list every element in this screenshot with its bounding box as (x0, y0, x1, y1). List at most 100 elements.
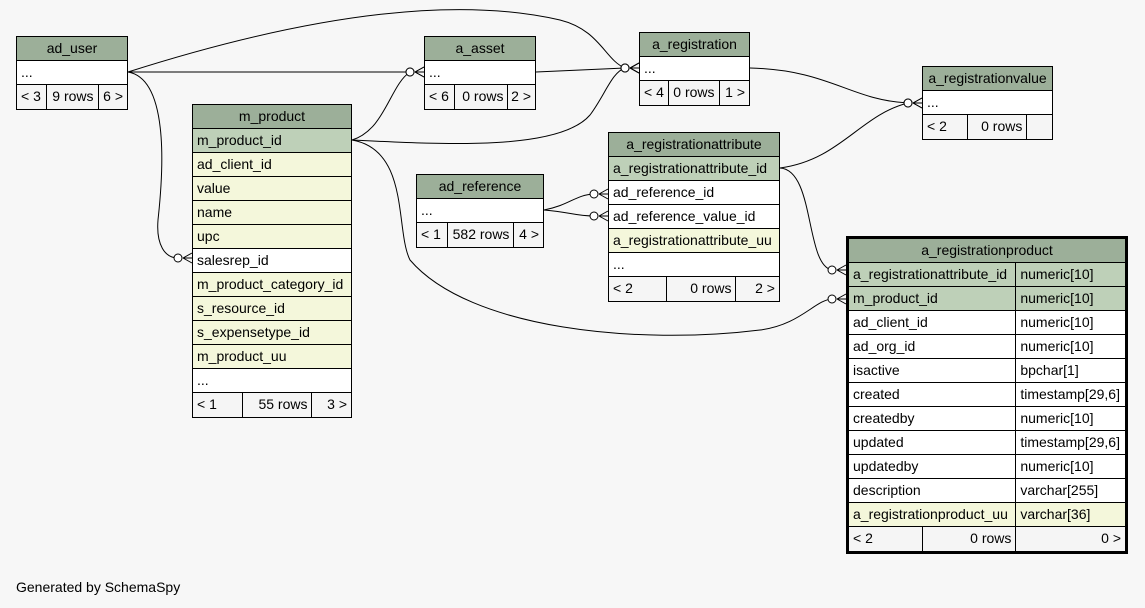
column-row[interactable]: salesrep_id (193, 249, 351, 273)
table-title[interactable]: m_product (193, 105, 351, 129)
column-name: name (197, 204, 233, 220)
column-row[interactable]: m_product_uu (193, 345, 351, 369)
column-row[interactable]: a_registrationattribute_id (609, 157, 779, 181)
row-count: 0 rows (454, 85, 507, 109)
column-row[interactable]: ... (923, 91, 1052, 115)
parents-count-link[interactable]: < 2 (853, 530, 873, 546)
column-type: numeric[10] (1015, 287, 1125, 310)
children-count-link[interactable]: 2 > (507, 85, 535, 109)
parents-count-link[interactable]: < 2 (613, 280, 633, 296)
column-name: a_registrationattribute_uu (613, 232, 772, 248)
column-name: ... (429, 64, 441, 80)
column-name: a_registrationproduct_uu (853, 506, 1008, 522)
parents-count-link[interactable]: < 2 (927, 118, 947, 134)
column-name: m_product_id (853, 290, 938, 306)
column-row[interactable]: ... (425, 61, 535, 85)
column-name: ad_reference_value_id (613, 208, 756, 224)
column-row[interactable]: s_expensetype_id (193, 321, 351, 345)
column-row[interactable]: ... (417, 199, 543, 223)
edge-m-product-a-asset (351, 66, 425, 141)
children-count-link[interactable]: 4 > (513, 223, 543, 247)
column-row[interactable]: ... (193, 369, 351, 393)
parents-count-link[interactable]: < 3 (21, 88, 41, 104)
row-count: 582 rows (446, 223, 514, 247)
parents-count-link[interactable]: < 4 (644, 84, 664, 100)
table-title[interactable]: ad_user (17, 37, 127, 61)
children-count-link[interactable] (1026, 115, 1052, 139)
children-count-link[interactable]: 0 > (1015, 527, 1125, 551)
column-type: numeric[10] (1015, 311, 1125, 334)
column-name: value (197, 180, 231, 196)
column-row[interactable]: ad_client_id (193, 153, 351, 177)
children-count-link[interactable]: 3 > (311, 393, 351, 417)
table-a-registrationattribute[interactable]: a_registrationattribute a_registrationatt… (608, 132, 780, 302)
parents-count-link[interactable]: < 6 (429, 88, 449, 104)
edge-m-product-a-registrationproduct (351, 139, 847, 336)
column-row[interactable]: s_resource_id (193, 297, 351, 321)
column-name: ... (21, 64, 33, 80)
column-row[interactable]: ... (609, 253, 779, 277)
children-count-link[interactable]: 2 > (735, 277, 779, 301)
parents-count-link[interactable]: < 1 (421, 226, 441, 242)
column-row[interactable]: upc (193, 225, 351, 249)
edge-ad-reference-reference-id (543, 188, 609, 211)
column-name: ad_reference_id (613, 184, 715, 200)
edge-ad-user-a-asset (128, 66, 425, 78)
column-name: ... (421, 202, 433, 218)
column-name: upc (197, 228, 220, 244)
table-title[interactable]: a_asset (425, 37, 535, 61)
children-count-link[interactable]: 1 > (718, 81, 749, 105)
column-row[interactable]: m_product_category_id (193, 273, 351, 297)
column-name: s_resource_id (197, 300, 285, 316)
column-type: varchar[255] (1015, 479, 1125, 502)
table-title[interactable]: a_registration (640, 33, 749, 57)
edge-a-asset-a-registration (535, 62, 640, 74)
table-title[interactable]: a_registrationvalue (923, 67, 1052, 91)
column-row[interactable]: ad_reference_value_id (609, 205, 779, 229)
column-row[interactable]: ... (17, 61, 127, 85)
column-name: ad_client_id (197, 156, 272, 172)
column-row[interactable]: ad_reference_id (609, 181, 779, 205)
column-name: isactive (853, 362, 900, 378)
column-row[interactable]: name (193, 201, 351, 225)
column-row[interactable]: value (193, 177, 351, 201)
children-count-link[interactable]: 6 > (97, 85, 127, 109)
generated-by-note: Generated by SchemaSpy (16, 579, 181, 595)
column-name: m_product_uu (197, 348, 287, 364)
column-row[interactable]: a_registrationattribute_uu (609, 229, 779, 253)
column-type: timestamp[29,6] (1015, 383, 1125, 406)
column-row[interactable]: ... (640, 57, 749, 81)
table-title[interactable]: a_registrationproduct (849, 239, 1125, 263)
edge-a-registration-a-registrationvalue (749, 67, 923, 109)
column-name: ... (927, 94, 939, 110)
column-row[interactable]: m_product_id (193, 129, 351, 153)
column-name: a_registrationattribute_id (613, 160, 768, 176)
table-title[interactable]: a_registrationattribute (609, 133, 779, 157)
parents-count-link[interactable]: < 1 (197, 396, 217, 412)
table-title[interactable]: ad_reference (417, 175, 543, 199)
column-row[interactable]: m_product_id numeric[10] (849, 287, 1125, 311)
